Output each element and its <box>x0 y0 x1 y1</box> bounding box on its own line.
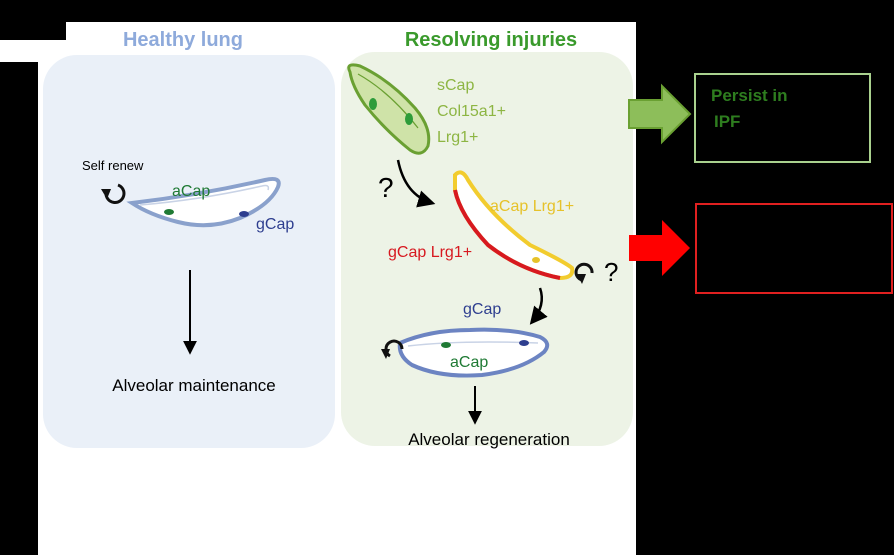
regen-gcap-label: gCap <box>463 301 501 318</box>
lrg1-self-renew-loop-icon <box>574 262 594 282</box>
scap-nucleus-2 <box>405 113 413 125</box>
lrg1-to-regenerating-arrow <box>529 287 548 325</box>
regenerating-capillary-cell <box>397 327 550 378</box>
gcap-nucleus <box>239 211 249 217</box>
green-arrow-icon <box>628 83 692 145</box>
lrg1-loop-arrowhead-icon <box>577 274 586 284</box>
healthy-acap-label: aCap <box>172 183 210 200</box>
top-left-black-notch <box>0 0 66 40</box>
alveolar-maintenance-label: Alveolar maintenance <box>112 376 275 395</box>
regen-acap-label: aCap <box>450 354 488 371</box>
self-renew-loop-arrowhead-icon <box>101 189 111 199</box>
question-mark-2: ? <box>604 257 618 287</box>
regen-acap-nucleus <box>441 342 451 348</box>
healthy-gcap-label: gCap <box>256 216 294 233</box>
gcap-lrg1-label: gCap Lrg1+ <box>388 244 472 261</box>
healthy-panel-title: Healthy lung <box>123 29 243 51</box>
healthy-panel <box>43 55 335 448</box>
acap-lrg1-label: aCap Lrg1+ <box>490 198 574 215</box>
self-renew-label: Self renew <box>82 158 144 173</box>
question-mark-1: ? <box>378 172 394 203</box>
persist-in-ipf-box <box>694 73 871 163</box>
lrg1-capillary-cell <box>453 170 575 281</box>
red-outlined-box <box>695 203 893 294</box>
red-arrow-icon <box>629 220 690 276</box>
scap-cell <box>347 63 431 155</box>
resolving-panel-title: Resolving injuries <box>405 29 577 51</box>
scap-nucleus-1 <box>369 98 377 110</box>
lrg1-nucleus <box>532 257 540 263</box>
regen-loop-arrowhead-icon <box>381 349 390 359</box>
acap-nucleus <box>164 209 174 215</box>
alveolar-regeneration-label: Alveolar regeneration <box>408 430 570 449</box>
lrg1-label: Lrg1+ <box>437 129 478 146</box>
scap-label: sCap <box>437 77 474 94</box>
scap-to-lrg1-arrow <box>396 159 436 208</box>
regen-gcap-nucleus <box>519 340 529 346</box>
ipf-label: IPF <box>714 112 740 131</box>
healthy-capillary-cell <box>126 176 281 228</box>
persist-in-label: Persist in <box>711 86 788 105</box>
col15a1-label: Col15a1+ <box>437 103 506 120</box>
